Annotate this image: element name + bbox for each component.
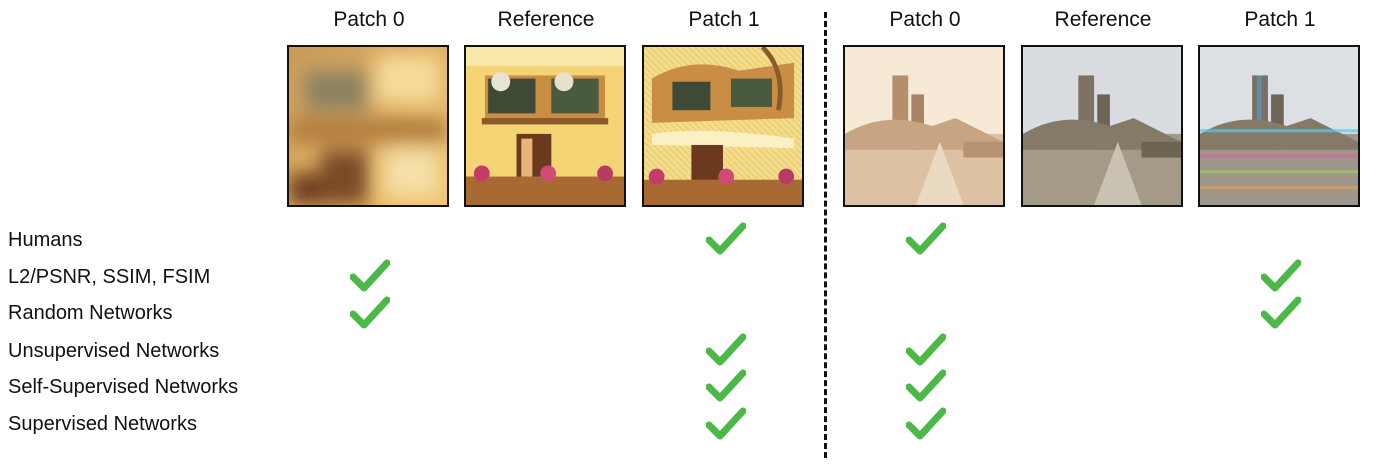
- image-left-reference: [464, 45, 626, 207]
- group-divider: [824, 12, 827, 458]
- row-label-random-networks: Random Networks: [8, 302, 173, 324]
- header-right-patch1: Patch 1: [1244, 8, 1316, 31]
- header-left-reference: Reference: [497, 8, 595, 31]
- checkmark-icon: [1261, 259, 1301, 293]
- row-label-self-supervised-networks: Self-Supervised Networks: [8, 376, 239, 398]
- header-right-reference: Reference: [1054, 8, 1152, 31]
- row-label-unsupervised-networks: Unsupervised Networks: [8, 340, 220, 362]
- checkmark-icon: [906, 369, 946, 403]
- checkmark-icon: [706, 333, 746, 367]
- checkmark-icon: [906, 407, 946, 441]
- checkmark-icon: [906, 333, 946, 367]
- checkmark-icon: [906, 222, 946, 256]
- row-label-l2-psnr-ssim-fsim: L2/PSNR, SSIM, FSIM: [8, 266, 211, 288]
- header-left-patch1: Patch 1: [688, 8, 760, 31]
- row-label-supervised-networks: Supervised Networks: [8, 413, 197, 435]
- image-right-patch0: [843, 45, 1005, 207]
- checkmark-icon: [350, 259, 390, 293]
- checkmark-icon: [706, 369, 746, 403]
- image-right-patch1: [1198, 45, 1360, 207]
- image-left-patch0: [287, 45, 449, 207]
- image-left-patch1: [642, 45, 804, 207]
- row-label-humans: Humans: [8, 229, 83, 251]
- checkmark-icon: [706, 407, 746, 441]
- checkmark-icon: [706, 222, 746, 256]
- checkmark-icon: [350, 296, 390, 330]
- image-right-reference: [1021, 45, 1183, 207]
- header-right-patch0: Patch 0: [889, 8, 961, 31]
- checkmark-icon: [1261, 296, 1301, 330]
- header-left-patch0: Patch 0: [333, 8, 405, 31]
